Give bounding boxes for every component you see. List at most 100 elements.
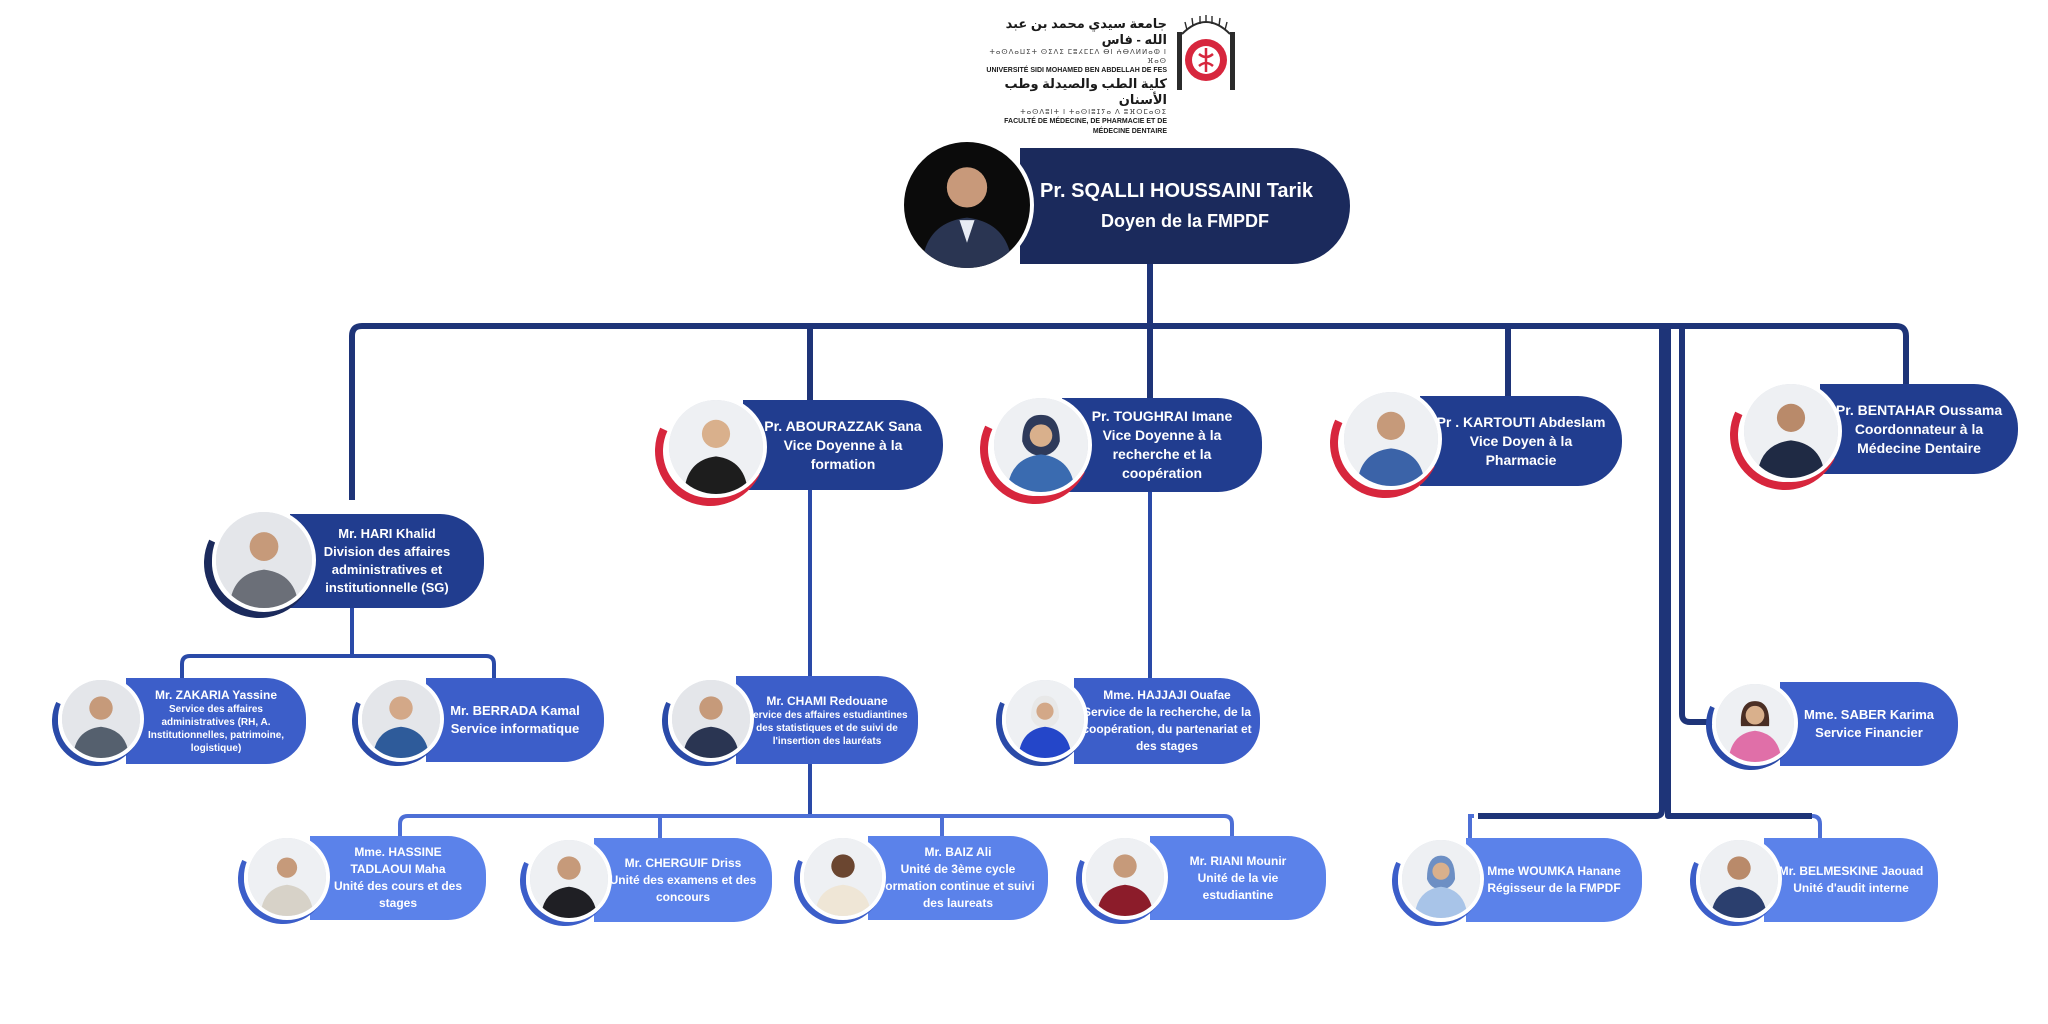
name-card: Pr . KARTOUTI Abdeslam Vice Doyen à la P… (1420, 396, 1622, 486)
logo-tifinagh-university: ⵜⴰⵙⴷⴰⵡⵉⵜ ⵙⵉⴷⵉ ⵎⵓⵃⵎⵎⴷ ⴱⵏ ⵄⴱⴷⵍⵍⴰⵀ ⵏ ⴼⴰⵙ (989, 49, 1167, 65)
org-node-unit-cherguif: Mr. CHERGUIF Driss Unité des examens et … (507, 823, 772, 939)
person-role: Vice Doyenne à la formation (783, 436, 903, 472)
logo-french-university: UNIVERSITÉ SIDI MOHAMED BEN ABDELLAH DE … (986, 67, 1167, 74)
person-role: Vice Doyen à la Pharmacie (1469, 432, 1573, 468)
person-role: Régisseur de la FMPDF (1487, 881, 1621, 895)
org-node-vice-abourazzak: Pr. ABOURAZZAK Sana Vice Doyenne à la fo… (639, 380, 943, 522)
portrait-photo (358, 676, 444, 762)
org-node-vice-toughrai: Pr. TOUGHRAI Imane Vice Doyenne à la rec… (964, 378, 1262, 520)
person-silhouette-icon (530, 840, 608, 918)
portrait-photo (1340, 388, 1442, 490)
person-name: Mr. RIANI Mounir (1189, 853, 1287, 868)
name-card: Mr. HARI Khalid Division des affaires ad… (290, 514, 484, 608)
org-node-vice-kartouti: Pr . KARTOUTI Abdeslam Vice Doyen à la P… (1314, 372, 1622, 514)
person-role: Doyen de la FMPDF (1100, 211, 1270, 231)
person-name: Pr . KARTOUTI Abdeslam (1436, 413, 1606, 430)
person-name: Pr. BENTAHAR Oussama (1835, 401, 2003, 418)
person-name: Mme. HAJJAJI Ouafae (1103, 688, 1231, 702)
org-node-service-hajjaji: Mme. HAJJAJI Ouafae Service de la recher… (983, 663, 1260, 779)
person-name: Pr. TOUGHRAI Imane (1091, 408, 1233, 424)
name-card: Mr. CHERGUIF Driss Unité des examens et … (594, 838, 772, 922)
portrait-photo (1740, 380, 1842, 482)
person-name: Mr. CHERGUIF Driss (624, 855, 742, 870)
person-role: Service de la recherche, de la coopérati… (1082, 705, 1252, 753)
org-node-service-saber: Mme. SABER Karima Service Financier (1693, 667, 1958, 783)
person-silhouette-icon (216, 512, 312, 608)
name-card: Mme. SABER Karima Service Financier (1780, 682, 1958, 766)
person-role: Coordonnateur à la Médecine Dentaire (1854, 420, 1984, 456)
person-role: Unité des cours et des stages (333, 879, 463, 910)
org-node-vice-bentahar: Pr. BENTAHAR Oussama Coordonnateur à la … (1714, 364, 2018, 506)
person-silhouette-icon (1402, 840, 1480, 918)
portrait-photo (1002, 676, 1088, 762)
person-role: Unité de 3ème cycle formation continue e… (881, 862, 1035, 910)
portrait-photo (244, 834, 330, 920)
person-silhouette-icon (1744, 384, 1838, 478)
name-card: Pr. ABOURAZZAK Sana Vice Doyenne à la fo… (743, 400, 943, 490)
university-seal-icon (1177, 15, 1235, 90)
person-name: Mr. CHAMI Redouane (766, 693, 888, 708)
person-role: Division des affaires administratives et… (323, 544, 451, 595)
org-node-unit-belmeskine: Mr. BELMESKINE Jaouad Unité d'audit inte… (1677, 823, 1938, 939)
org-node-service-berrada: Mr. BERRADA Kamal Service informatique (339, 663, 604, 779)
org-node-service-chami: Mr. CHAMI Redouane Service des affaires … (649, 663, 918, 779)
portrait-photo (665, 396, 767, 498)
person-silhouette-icon (1086, 838, 1164, 916)
logo-text: جامعة سيدي محمد بن عبد الله - فاس ⵜⴰⵙⴷⴰⵡ… (985, 16, 1167, 137)
name-card: Mr. BAIZ Ali Unité de 3ème cycle formati… (868, 836, 1048, 920)
portrait-photo (1398, 836, 1484, 922)
person-name: Mr. ZAKARIA Yassine (154, 688, 278, 702)
person-silhouette-icon (362, 680, 440, 758)
org-node-dean: Pr. SQALLI HOUSSAINI Tarik Doyen de la F… (900, 138, 1350, 272)
person-silhouette-icon (672, 680, 750, 758)
name-card: Pr. SQALLI HOUSSAINI Tarik Doyen de la F… (1020, 148, 1350, 264)
portrait-photo (668, 676, 754, 762)
name-card: Pr. BENTAHAR Oussama Coordonnateur à la … (1820, 384, 2018, 474)
org-node-unit-hassine: Mme. HASSINE TADLAOUI Maha Unité des cou… (225, 821, 486, 937)
person-name: Pr. ABOURAZZAK Sana (764, 417, 922, 434)
person-role: Service des affaires estudiantines des s… (746, 709, 908, 747)
portrait-photo (1696, 836, 1782, 922)
person-role: Service informatique (450, 721, 580, 736)
faculty-logo: جامعة سيدي محمد بن عبد الله - فاس ⵜⴰⵙⴷⴰⵡ… (985, 14, 1245, 135)
person-silhouette-icon (1344, 392, 1438, 486)
logo-arabic-university: جامعة سيدي محمد بن عبد الله - فاس (1005, 16, 1167, 47)
name-card: Mr. CHAMI Redouane Service des affaires … (736, 676, 918, 764)
person-name: Mr. BELMESKINE Jaouad (1778, 864, 1924, 878)
org-node-unit-baiz: Mr. BAIZ Ali Unité de 3ème cycle formati… (781, 821, 1048, 937)
org-node-division-hari: Mr. HARI Khalid Division des affaires ad… (188, 492, 484, 634)
name-card: Mme. HAJJAJI Ouafae Service de la recher… (1074, 678, 1260, 764)
name-card: Pr. TOUGHRAI Imane Vice Doyenne à la rec… (1062, 398, 1262, 492)
org-node-service-zakaria: Mr. ZAKARIA Yassine Service des affaires… (39, 663, 306, 779)
person-silhouette-icon (62, 680, 140, 758)
person-silhouette-icon (994, 398, 1088, 492)
person-role: Unité d'audit interne (1793, 881, 1909, 895)
person-name: Mr. BAIZ Ali (924, 845, 992, 859)
person-role: Unité des examens et des concours (609, 872, 757, 904)
logo-tifinagh-faculty: ⵜⴰⵙⴷⵓⵏⵜ ⵏ ⵜⴰⵙⵏⵓⵊⵢⴰ ⴷ ⵓⴼⵔⵎⴰⵙⵉ (1020, 109, 1167, 116)
logo-arabic-faculty: كلية الطب والصيدلة وطب الأسنان (1004, 76, 1167, 107)
person-role: Unité de la vie estudiantine (1197, 870, 1279, 902)
person-name: Mme WOUMKA Hanane (1487, 864, 1621, 878)
org-node-unit-woumka: Mme WOUMKA Hanane Régisseur de la FMPDF (1379, 823, 1642, 939)
person-silhouette-icon (1716, 684, 1794, 762)
person-silhouette-icon (804, 838, 882, 916)
person-name: Mme. HASSINE TADLAOUI Maha (350, 845, 446, 876)
portrait-photo (800, 834, 886, 920)
person-silhouette-icon (669, 400, 763, 494)
person-silhouette-icon (1700, 840, 1778, 918)
org-node-unit-riani: Mr. RIANI Mounir Unité de la vie estudia… (1063, 821, 1326, 937)
person-role: Service Financier (1815, 725, 1923, 740)
portrait-photo (58, 676, 144, 762)
person-name: Mr. HARI Khalid (338, 526, 436, 541)
name-card: Mr. BELMESKINE Jaouad Unité d'audit inte… (1764, 838, 1938, 922)
name-card: Mme. HASSINE TADLAOUI Maha Unité des cou… (310, 836, 486, 920)
name-card: Mr. ZAKARIA Yassine Service des affaires… (126, 678, 306, 764)
name-card: Mr. RIANI Mounir Unité de la vie estudia… (1150, 836, 1326, 920)
portrait-photo (212, 508, 316, 612)
portrait-photo (526, 836, 612, 922)
person-name: Pr. SQALLI HOUSSAINI Tarik (1040, 180, 1314, 202)
name-card: Mr. BERRADA Kamal Service informatique (426, 678, 604, 762)
person-silhouette-icon (921, 167, 1013, 268)
